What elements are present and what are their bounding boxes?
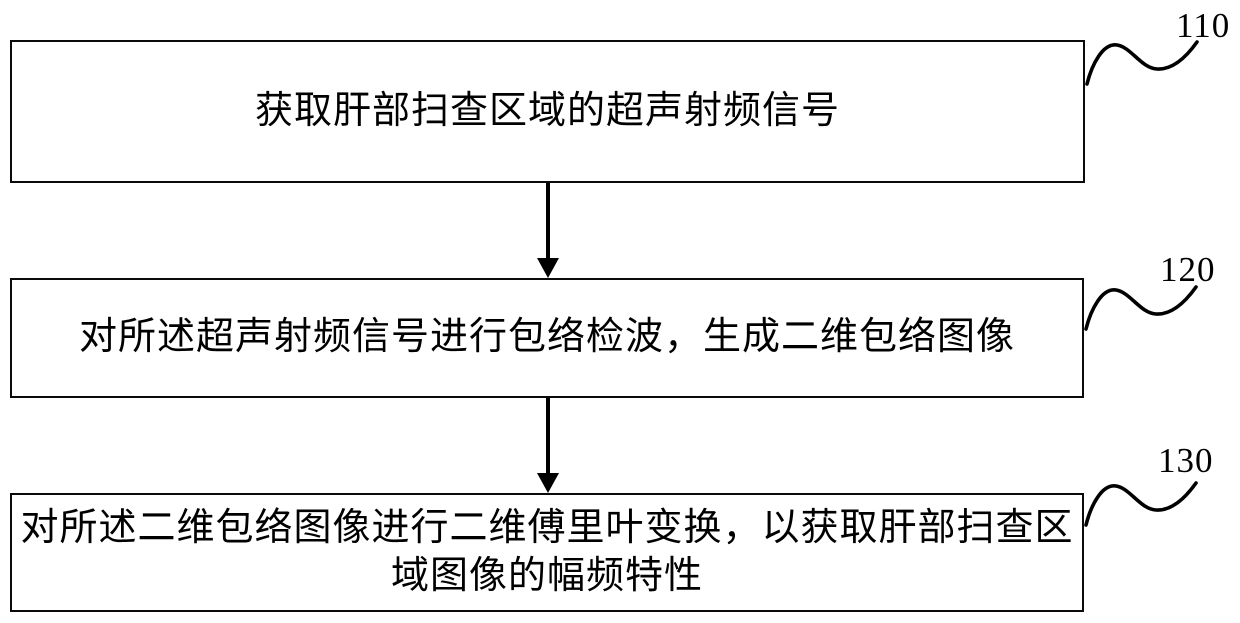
flow-step-text: 对所述超声射频信号进行包络检波，生成二维包络图像 <box>78 316 1015 359</box>
callout-squiggle-130-icon <box>1084 481 1198 527</box>
flow-step-text-line2: 域图像的幅频特性 <box>390 554 703 597</box>
reference-number-110: 110 <box>1176 6 1231 45</box>
callout-squiggle-120-icon <box>1084 285 1198 331</box>
down-arrow-shaft-2 <box>546 398 550 475</box>
flow-step-box-110: 获取肝部扫查区域的超声射频信号 <box>10 40 1085 183</box>
flow-step-box-120: 对所述超声射频信号进行包络检波，生成二维包络图像 <box>10 278 1084 398</box>
down-arrow-head-2 <box>537 473 559 493</box>
down-arrow-head-1 <box>537 258 559 278</box>
flow-step-text-line1: 对所述二维包络图像进行二维傅里叶变换，以获取肝部扫查区 <box>20 507 1074 549</box>
flow-step-text: 获取肝部扫查区域的超声射频信号 <box>254 89 840 132</box>
reference-number-120: 120 <box>1160 250 1216 289</box>
down-arrow-shaft-1 <box>546 183 550 260</box>
flow-step-box-130: 对所述二维包络图像进行二维傅里叶变换，以获取肝部扫查区 域图像的幅频特性 <box>10 493 1084 612</box>
reference-number-130: 130 <box>1158 441 1214 480</box>
callout-squiggle-110-icon <box>1085 40 1199 86</box>
